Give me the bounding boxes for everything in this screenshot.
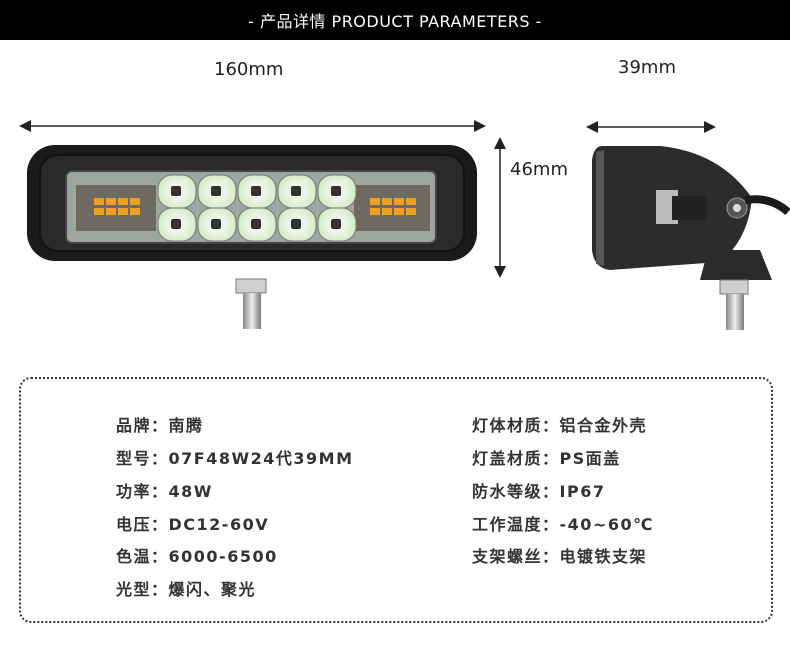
spec-label: 光型： (116, 580, 169, 599)
spec-value: -40~60℃ (559, 515, 654, 534)
spec-value: 48W (168, 482, 213, 501)
depth-dimension-label: 39mm (618, 57, 676, 78)
spec-value: 爆闪、聚光 (168, 580, 257, 599)
spec-power: 功率：48W (116, 478, 213, 502)
spec-waterproof: 防水等级：IP67 (472, 478, 605, 502)
spec-color-temp: 色温：6000-6500 (116, 543, 278, 567)
spec-value: 07F48W24代39MM (168, 449, 354, 468)
spec-beam-type: 光型：爆闪、聚光 (116, 576, 256, 600)
spec-label: 品牌： (116, 416, 169, 435)
spec-cover-material: 灯盖材质：PS面盖 (472, 445, 621, 469)
spec-label: 色温： (116, 547, 169, 566)
front-view-light (27, 145, 477, 329)
spec-label: 型号： (116, 449, 169, 468)
spec-label: 功率： (116, 482, 169, 501)
spec-label: 支架螺丝： (472, 547, 560, 566)
spec-model: 型号：07F48W24代39MM (116, 445, 354, 469)
page-header: - 产品详情 PRODUCT PARAMETERS - (0, 0, 790, 40)
spec-label: 灯体材质： (472, 416, 560, 435)
header-title: - 产品详情 PRODUCT PARAMETERS - (248, 12, 542, 31)
product-diagram (19, 120, 790, 330)
spec-value: 6000-6500 (168, 547, 278, 566)
spec-label: 防水等级： (472, 482, 560, 501)
spec-voltage: 电压：DC12-60V (116, 511, 269, 535)
spec-brand: 品牌：南腾 (116, 412, 204, 436)
spec-label: 工作温度： (472, 515, 560, 534)
spec-label: 电压： (116, 515, 169, 534)
specs-panel (19, 377, 773, 623)
spec-operating-temp: 工作温度：-40~60℃ (472, 511, 654, 535)
height-dimension-label: 46mm (510, 159, 568, 180)
spec-label: 灯盖材质： (472, 449, 560, 468)
spec-body-material: 灯体材质：铝合金外壳 (472, 412, 647, 436)
spec-value: PS面盖 (559, 449, 621, 468)
spec-value: DC12-60V (168, 515, 270, 534)
width-dimension-label: 160mm (214, 59, 284, 80)
spec-value: IP67 (559, 482, 606, 501)
spec-value: 铝合金外壳 (559, 416, 648, 435)
spec-value: 电镀铁支架 (559, 547, 648, 566)
side-view-light (592, 146, 790, 330)
spec-value: 南腾 (168, 416, 204, 435)
spec-bracket-screw: 支架螺丝：电镀铁支架 (472, 543, 647, 567)
